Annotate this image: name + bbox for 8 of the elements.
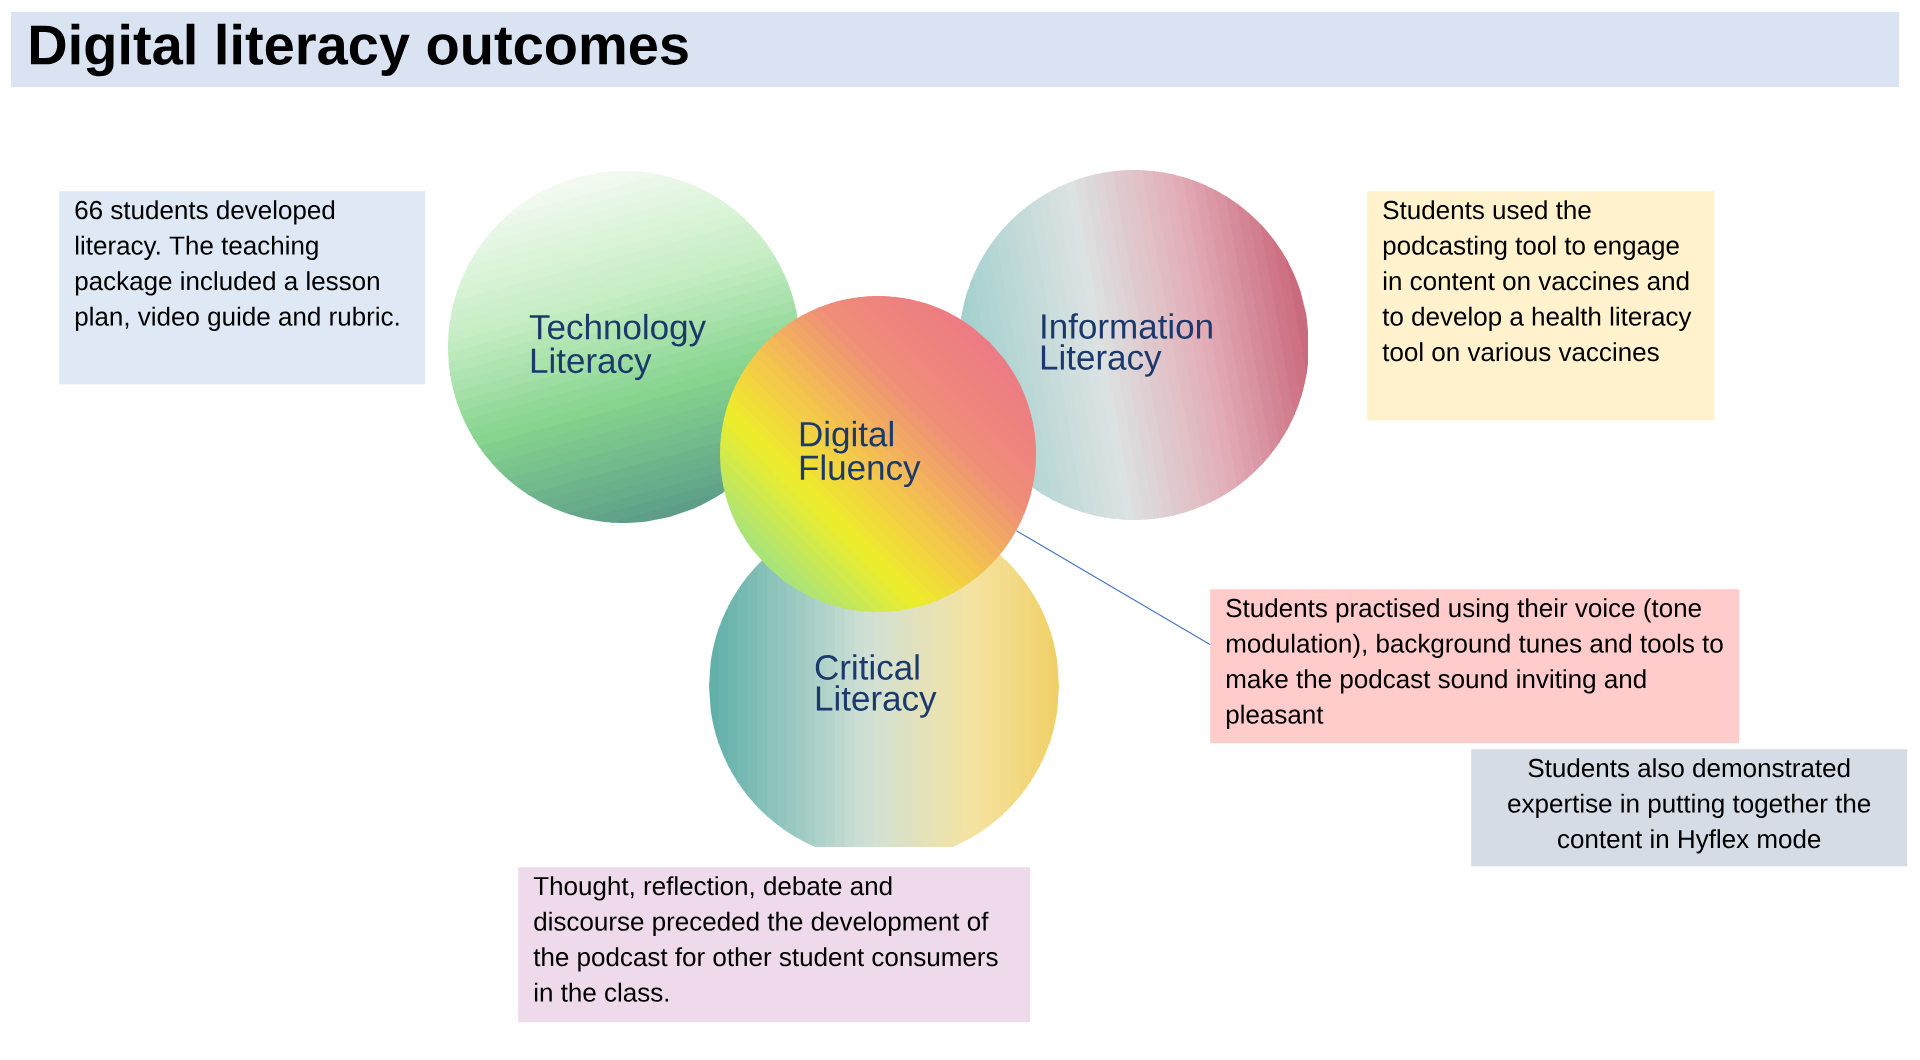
node-label: Critical Literacy bbox=[815, 654, 937, 718]
title-bar: Digital literacy outcomes bbox=[11, 12, 1899, 87]
note-box: Students used the podcasting tool to engage in content on vaccines and to develop a health literacy tool on various vaccines bbox=[1367, 191, 1715, 421]
note-box: Students practised using their voice (tone modulation), background tunes and tools to make the podcast sound inviting and pleasant bbox=[1210, 589, 1740, 744]
note-box: Students also demonstrated expertise in putting together the content in Hyflex mode bbox=[1471, 749, 1908, 867]
note-box: Thought, reflection, debate and discourse preceded the development of the podcast for other student consumers in the class. bbox=[518, 867, 1031, 1023]
note-box: 66 students developed literacy. The teaching package included a lesson plan, video guide and rubric. bbox=[59, 191, 426, 385]
leader-line bbox=[1015, 530, 1211, 646]
